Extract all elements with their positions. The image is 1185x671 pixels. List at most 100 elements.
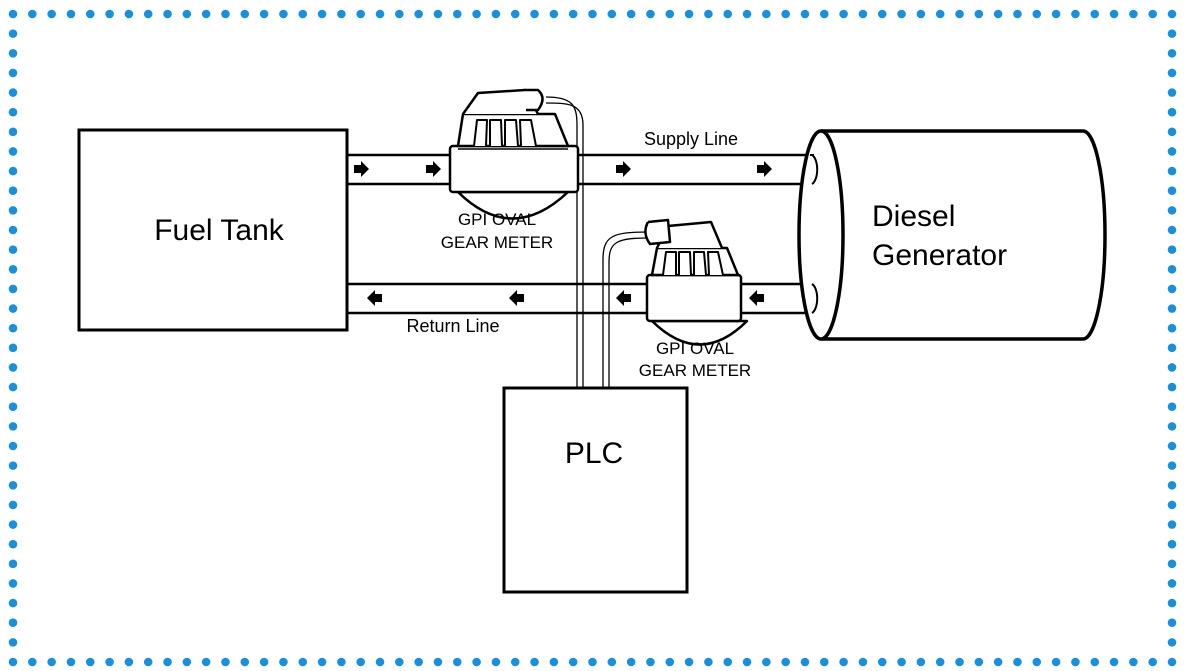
border-dot [858,657,868,667]
border-dot [8,363,18,372]
return-arrow-4 [749,290,764,306]
border-dot [1167,382,1177,392]
border-dot [588,657,597,667]
border-dot [1167,147,1177,156]
border-dot [1167,323,1177,333]
border-dot [8,422,18,431]
border-dot [1090,657,1100,667]
border-dot [762,657,771,667]
supply-arrow-1 [354,161,369,177]
border-dot [47,657,56,667]
return-meter-label-line2: GEAR METER [639,361,751,380]
border-dot [1167,343,1177,353]
border-dot [1051,9,1061,19]
border-dot [85,657,95,667]
border-dot [8,520,18,529]
border-dot [588,9,597,19]
border-dot [510,657,520,667]
border-dot [8,186,18,196]
border-dot [163,9,172,19]
border-dot [568,657,578,667]
return-meter-dome [650,319,749,346]
return-arrow-3 [616,290,631,306]
border-dot [279,9,288,19]
border-dot [414,657,423,667]
border-dot [8,598,18,608]
diesel-generator: Diesel Generator [797,129,1107,341]
border-dot [85,9,95,19]
border-dot [530,657,539,667]
border-dot [1167,539,1177,549]
supply-arrow-2 [426,161,441,177]
border-dot [1032,657,1042,667]
return-arrows [367,290,764,306]
supply-arrows [354,161,772,177]
border-dot [8,657,18,667]
return-meter-wire [602,231,649,388]
return-line-label: Return Line [406,316,499,336]
border-dot [897,9,906,19]
border-dot [1167,9,1177,19]
border-dot [1167,68,1177,78]
border-dot [259,657,269,667]
border-dot [28,657,37,667]
border-dot [124,9,134,19]
border-dot [395,657,404,667]
border-dot [8,284,18,294]
border-dot [317,9,327,19]
border-dot [1167,657,1177,667]
border-dot [8,147,18,156]
border-dot [1167,166,1177,176]
border-dot [1167,48,1177,58]
border-dot [240,9,250,19]
border-dot [800,657,810,667]
border-dot [781,657,790,667]
border-dot [742,657,752,667]
border-dot [8,579,18,588]
border-dot [839,657,848,667]
border-dot [298,657,308,667]
border-dot [1051,657,1061,667]
border-dot [124,657,134,667]
border-dot [877,657,887,667]
border-dot [1167,264,1177,274]
border-dot [1090,9,1100,19]
generator-label-line2: Generator [872,239,1007,272]
border-dot [240,657,250,667]
border-dot [1167,206,1177,215]
supply-meter-dome [456,190,570,220]
border-dot [646,9,655,19]
border-dot [1071,657,1080,667]
border-dot [47,9,56,19]
border-dot [356,657,366,667]
border-dot [1167,441,1177,451]
border-dot [974,657,984,667]
border-dot [201,9,211,19]
border-dot [1032,9,1042,19]
supply-arrow-3 [616,161,631,177]
border-dot [8,441,18,451]
return-arrow-1 [367,290,382,306]
generator-label-line1: Diesel [872,200,955,233]
border-dot [28,9,37,19]
border-dot [279,657,288,667]
border-dot [8,127,18,137]
border-dot [1167,520,1177,529]
border-dot [1167,127,1177,137]
border-dot [626,9,636,19]
supply-arrow-4 [757,161,772,177]
border-dot [356,9,366,19]
border-dot [646,657,655,667]
border-dot [993,657,1003,667]
border-dot [8,618,18,628]
border-dot [568,9,578,19]
supply-meter-label-line2: GEAR METER [441,233,553,252]
border-dot [800,9,810,19]
border-dot [1167,186,1177,196]
border-dot [433,9,443,19]
border-dot [1148,657,1157,667]
border-dot [974,9,984,19]
dotted-border [8,9,1177,667]
border-dot [607,9,617,19]
